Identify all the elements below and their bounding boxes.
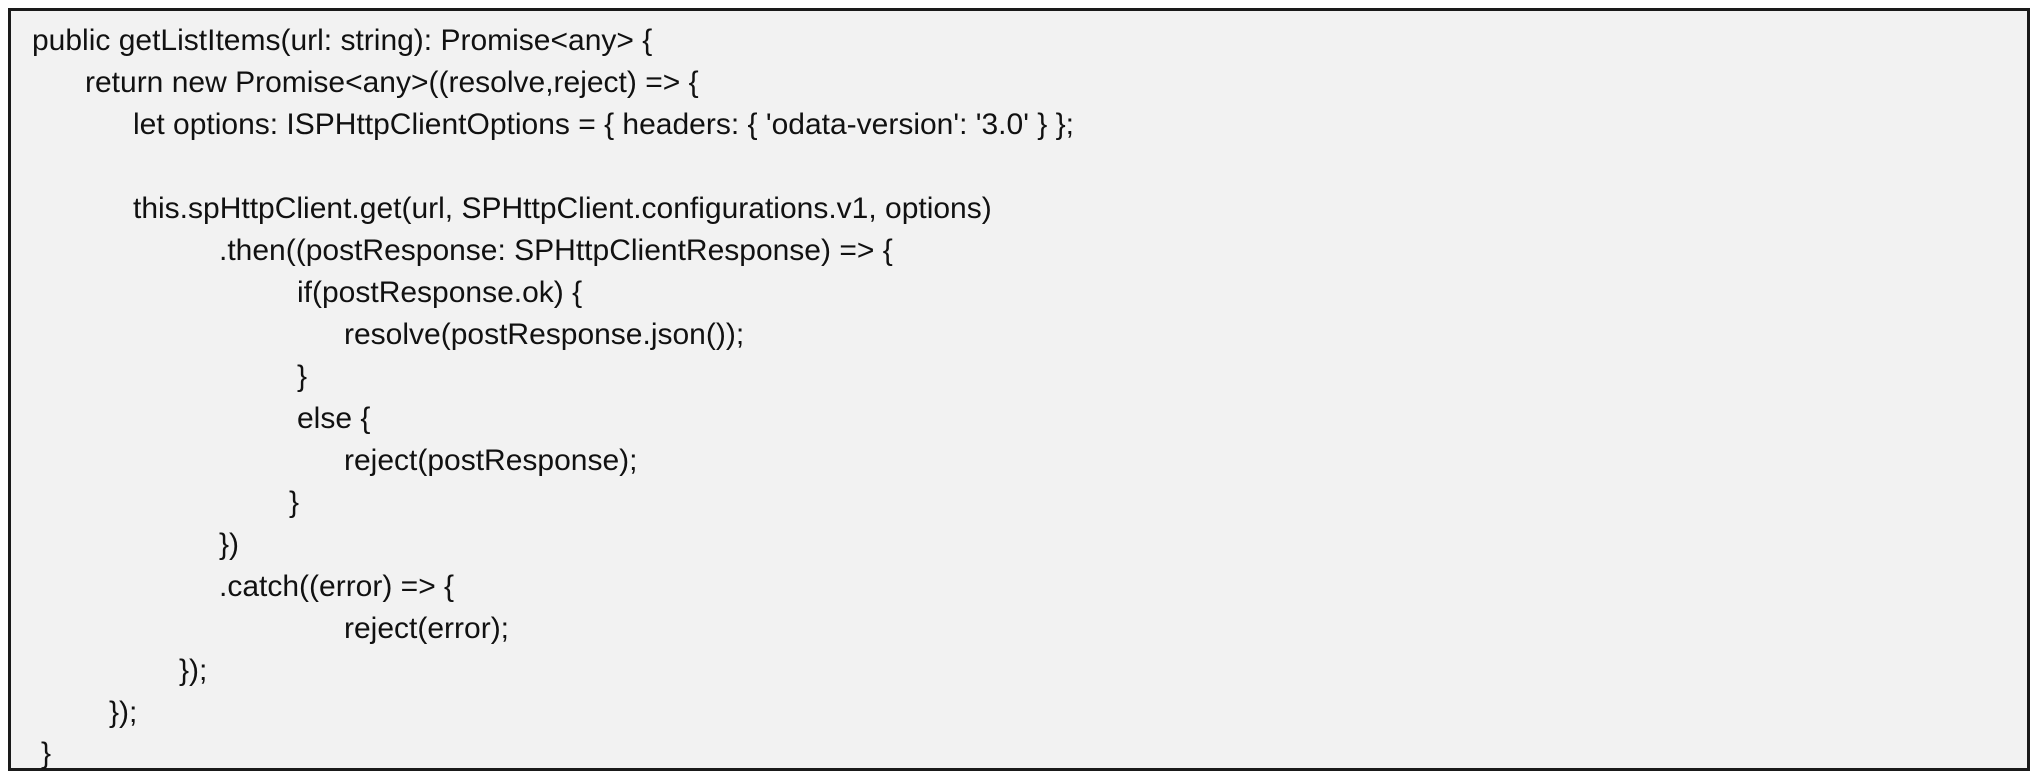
code-line-12: }	[289, 486, 300, 519]
code-line-2: return new Promise<any>((resolve,reject)…	[85, 66, 699, 99]
code-line-3: let options: ISPHttpClientOptions = { he…	[133, 108, 1074, 141]
code-line-6: .then((postResponse: SPHttpClientRespons…	[219, 234, 893, 267]
code-line-5: this.spHttpClient.get(url, SPHttpClient.…	[133, 192, 992, 225]
code-line-9: }	[297, 360, 308, 393]
code-line-18: }	[41, 737, 52, 770]
code-line-13: })	[219, 528, 240, 561]
code-line-11: reject(postResponse);	[344, 444, 638, 477]
code-line-14: .catch((error) => {	[219, 570, 455, 603]
code-line-10: else {	[297, 402, 371, 435]
code-block: public getListItems(url: string): Promis…	[8, 8, 2030, 771]
code-line-1: public getListItems(url: string): Promis…	[32, 24, 653, 57]
code-line-7: if(postResponse.ok) {	[297, 276, 583, 309]
code-line-15: reject(error);	[344, 612, 510, 645]
code-line-16: });	[179, 654, 208, 687]
code-line-8: resolve(postResponse.json());	[344, 318, 745, 351]
code-line-17: });	[109, 696, 138, 729]
